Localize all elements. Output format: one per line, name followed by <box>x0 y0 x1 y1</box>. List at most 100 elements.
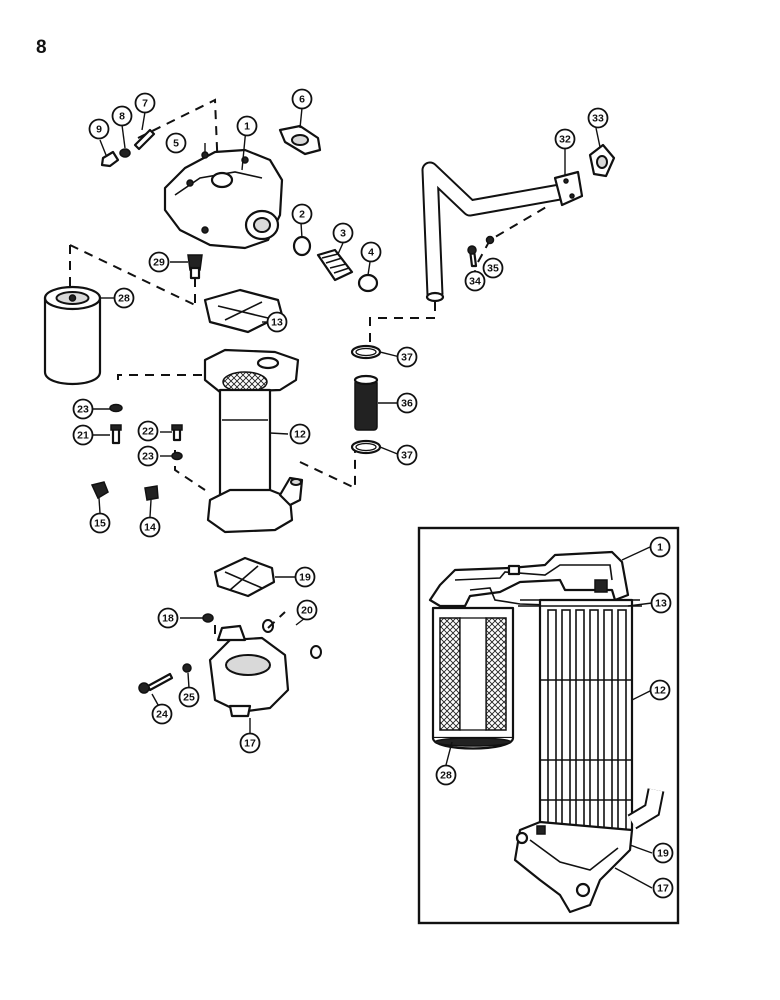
callout-15: 15 <box>89 512 111 534</box>
callout-6: 6 <box>291 88 313 110</box>
callout-22-label: 22 <box>142 426 154 438</box>
callout-29-label: 29 <box>153 257 165 269</box>
callout-8-circle <box>111 105 133 127</box>
callout-34-circle <box>464 270 486 292</box>
gasket-part-33 <box>588 143 616 178</box>
o-rings-part-20 <box>262 619 322 659</box>
plug-part-14 <box>144 485 159 501</box>
callout-25: 25 <box>178 686 200 708</box>
inset-leader-lines <box>445 546 653 889</box>
filter-head-part-1 <box>163 148 284 250</box>
callout-21-circle <box>72 424 94 446</box>
callout-4: 4 <box>360 241 382 263</box>
callout-13-circle <box>266 311 288 333</box>
clamp-part-37-upper <box>350 344 382 360</box>
bolt-washer-34-35 <box>467 235 495 268</box>
callout-12-circle <box>289 423 311 445</box>
inset-callout-12-circle <box>649 679 671 701</box>
callout-3-circle <box>332 222 354 244</box>
spring-part-3 <box>316 248 354 282</box>
inset-callout-13: 13 <box>650 592 672 614</box>
callout-37-upper-circle <box>396 346 418 368</box>
inset-callout-1-label: 1 <box>657 542 663 554</box>
callout-1-head-label: 1 <box>244 121 250 133</box>
inset-callout-17-circle <box>652 877 674 899</box>
callout-20: 20 <box>296 599 318 621</box>
callout-32-label: 32 <box>559 134 571 146</box>
callout-19: 19 <box>294 566 316 588</box>
base-part-17 <box>208 624 290 718</box>
callout-17-label: 17 <box>244 738 256 750</box>
bolts-washers-21-22-23 <box>109 403 183 461</box>
callout-22-circle <box>137 420 159 442</box>
callout-23-upper: 23 <box>72 398 94 420</box>
callout-7-circle <box>134 92 156 114</box>
callout-28-circle <box>113 287 135 309</box>
callout-9: 9 <box>88 118 110 140</box>
callout-19-circle <box>294 566 316 588</box>
inset-callout-19-circle <box>652 842 674 864</box>
callout-13: 13 <box>266 311 288 333</box>
hose-part-36 <box>353 374 379 431</box>
callout-18: 18 <box>157 607 179 629</box>
callout-9-circle <box>88 118 110 140</box>
inset-callout-13-label: 13 <box>655 598 667 610</box>
callout-37-upper: 37 <box>396 346 418 368</box>
callout-20-label: 20 <box>301 605 313 617</box>
callout-34: 34 <box>464 270 486 292</box>
callout-3: 3 <box>332 222 354 244</box>
callout-21-label: 21 <box>77 430 89 442</box>
callout-14-label: 14 <box>144 522 156 534</box>
callout-8-label: 8 <box>119 111 125 123</box>
callout-7-label: 7 <box>142 98 148 110</box>
callout-24-circle <box>151 703 173 725</box>
callout-1-head: 1 <box>236 115 258 137</box>
callout-24-label: 24 <box>156 709 168 721</box>
leader-lines <box>93 107 601 734</box>
callout-5: 5 <box>165 132 187 154</box>
callout-15-circle <box>89 512 111 534</box>
callout-18-circle <box>157 607 179 629</box>
ring-part-4 <box>357 273 379 293</box>
plug-part-18 <box>202 613 214 623</box>
page-number: 8 <box>36 37 47 58</box>
callout-23-lower-circle <box>137 445 159 467</box>
callout-29-circle <box>148 251 170 273</box>
callout-22: 22 <box>137 420 159 442</box>
callout-36: 36 <box>396 392 418 414</box>
callout-37-lower-label: 37 <box>401 450 413 462</box>
inset-callout-28-label: 28 <box>440 770 452 782</box>
callout-23-upper-circle <box>72 398 94 420</box>
callout-36-label: 36 <box>401 398 413 410</box>
stud-washer-nut-7-8-9 <box>100 128 156 168</box>
tube-part-32 <box>421 161 584 303</box>
callout-6-circle <box>291 88 313 110</box>
callout-35: 35 <box>482 257 504 279</box>
washer-part-25 <box>182 663 192 673</box>
callout-17-circle <box>239 732 261 754</box>
callout-8: 8 <box>111 105 133 127</box>
callout-2: 2 <box>291 203 313 225</box>
inset-callout-12: 12 <box>649 679 671 701</box>
fitting-part-29 <box>187 254 203 280</box>
callout-12: 12 <box>289 423 311 445</box>
callout-13-label: 13 <box>271 317 283 329</box>
callout-33-label: 33 <box>592 113 604 125</box>
callout-15-label: 15 <box>94 518 106 530</box>
inset-callout-1-circle <box>649 536 671 558</box>
callout-2-circle <box>291 203 313 225</box>
callout-14-circle <box>139 516 161 538</box>
filter-cartridge-part-28 <box>43 285 102 386</box>
callout-3-label: 3 <box>340 228 346 240</box>
callout-5-circle <box>165 132 187 154</box>
callout-7: 7 <box>134 92 156 114</box>
callout-32: 32 <box>554 128 576 150</box>
inset-callout-28-circle <box>435 764 457 786</box>
callout-37-lower: 37 <box>396 444 418 466</box>
bolt-part-24 <box>138 672 174 694</box>
callout-33: 33 <box>587 107 609 129</box>
callout-28: 28 <box>113 287 135 309</box>
inset-callout-17-label: 17 <box>657 883 669 895</box>
callout-37-lower-circle <box>396 444 418 466</box>
